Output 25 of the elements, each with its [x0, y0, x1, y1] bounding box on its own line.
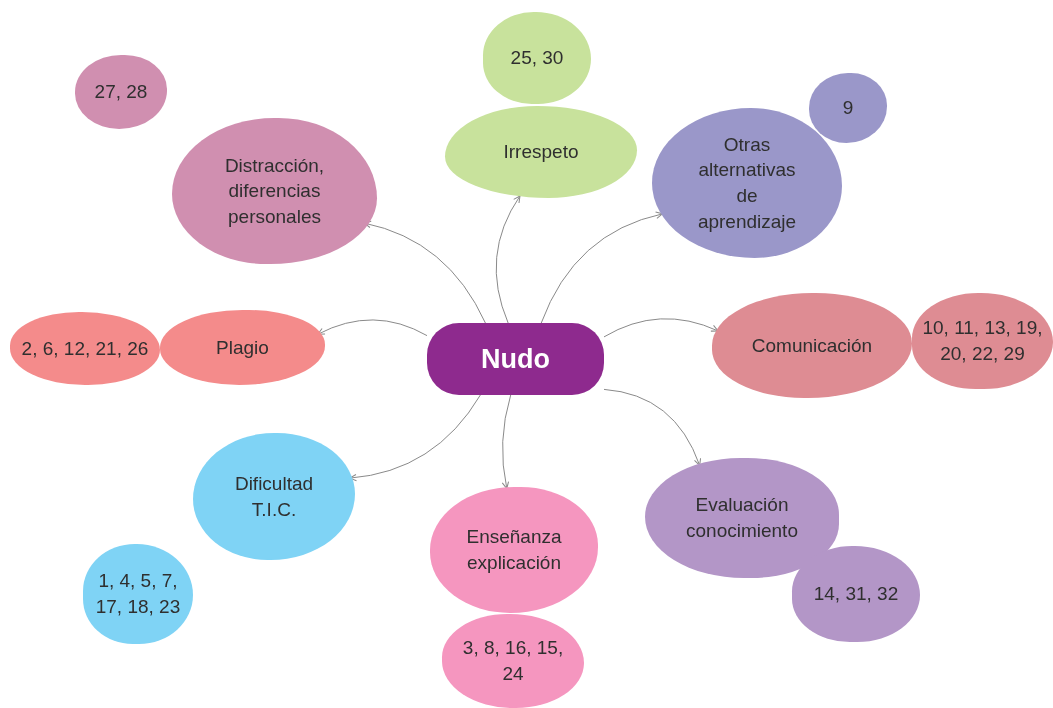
arrow — [317, 319, 428, 337]
arrow — [495, 195, 521, 324]
arrow — [603, 318, 719, 338]
arrow — [349, 394, 481, 482]
central-node — [427, 323, 604, 395]
item-numbers: 25, 30 — [510, 46, 564, 71]
arrow — [540, 211, 663, 324]
node-label: Evaluación conocimiento — [685, 493, 799, 543]
node-label: Irrespeto — [503, 140, 579, 165]
arrow — [603, 388, 701, 466]
item-numbers: 1, 4, 5, 7, 17, 18, 23 — [94, 569, 182, 619]
node-label: Dificultad T.I.C. — [233, 471, 315, 522]
node-label: Otras alternativas de aprendizaje — [696, 132, 798, 234]
item-numbers: 2, 6, 12, 21, 26 — [21, 336, 149, 361]
item-numbers: 9 — [842, 96, 854, 121]
item-numbers: 3, 8, 16, 15, 24 — [461, 636, 565, 686]
node-label: Nudo — [481, 342, 550, 376]
node-label: Comunicación — [751, 333, 873, 358]
node-label: Enseñanza explicación — [465, 525, 563, 575]
item-numbers: 27, 28 — [94, 80, 148, 105]
item-numbers: 10, 11, 13, 19, 20, 22, 29 — [922, 316, 1043, 366]
node-label: Plagio — [216, 335, 269, 360]
node-label: Distracción, diferencias personales — [223, 153, 326, 229]
item-numbers: 14, 31, 32 — [813, 582, 899, 607]
arrow — [501, 394, 512, 489]
